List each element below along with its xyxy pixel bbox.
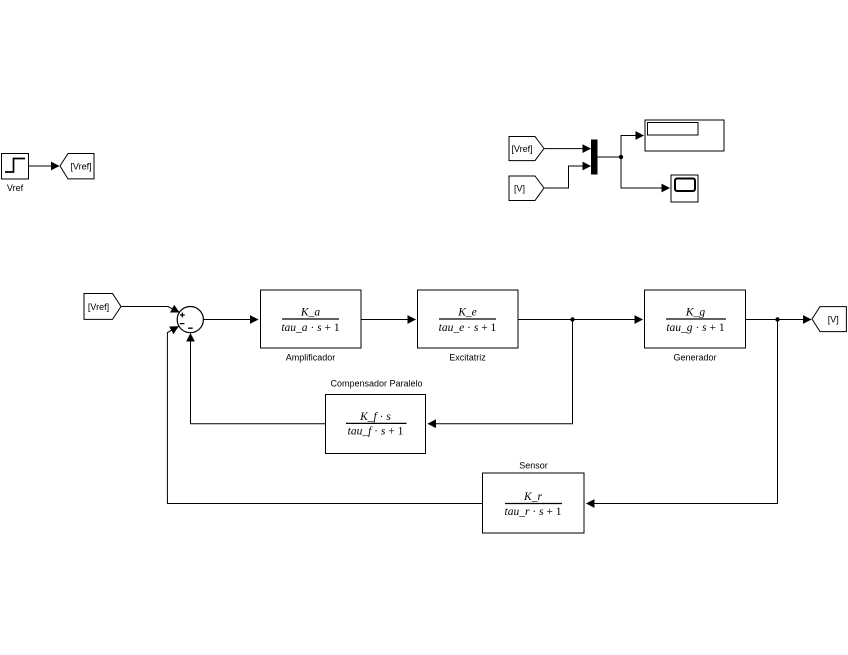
svg-text:tau_f · s + 1: tau_f · s + 1 [348, 426, 404, 438]
svg-text:[V]: [V] [514, 183, 525, 193]
svg-text:Amplificador: Amplificador [286, 353, 336, 363]
svg-text:[V]: [V] [828, 315, 839, 325]
svg-text:tau_e · s + 1: tau_e · s + 1 [439, 322, 497, 334]
svg-text:Compensador Paralelo: Compensador Paralelo [330, 379, 422, 389]
svg-text:K_f · s: K_f · s [359, 411, 391, 423]
svg-text:K_a: K_a [300, 307, 320, 319]
svg-text:[Vref]: [Vref] [88, 302, 109, 312]
svg-text:tau_g · s + 1: tau_g · s + 1 [666, 322, 725, 334]
svg-text:tau_r · s + 1: tau_r · s + 1 [505, 506, 562, 518]
svg-text:[Vref]: [Vref] [511, 144, 532, 154]
svg-text:tau_a · s + 1: tau_a · s + 1 [281, 322, 340, 334]
svg-text:K_r: K_r [523, 491, 542, 503]
svg-text:K_e: K_e [457, 307, 477, 319]
svg-text:[Vref]: [Vref] [70, 162, 91, 172]
svg-text:Vref: Vref [7, 183, 24, 193]
svg-text:Excitatriz: Excitatriz [449, 353, 486, 363]
svg-text:Generador: Generador [673, 353, 716, 363]
svg-text:K_g: K_g [685, 307, 705, 319]
svg-text:Sensor: Sensor [519, 461, 548, 471]
